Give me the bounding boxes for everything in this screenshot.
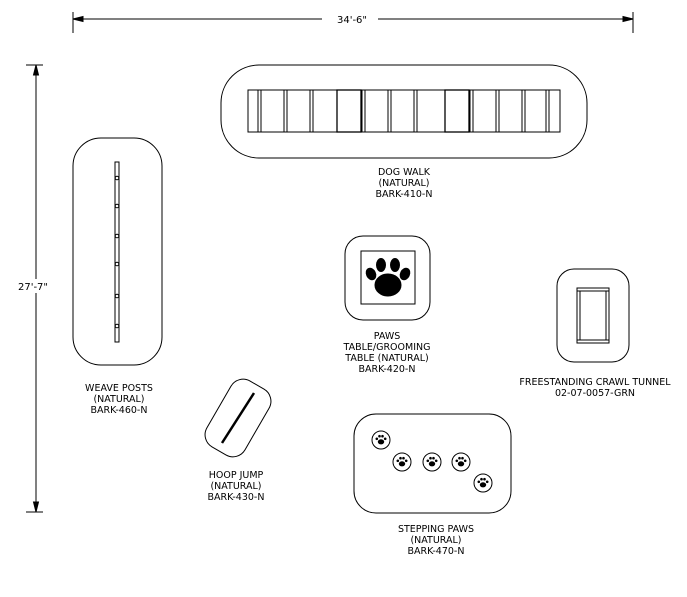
paw-stone	[392, 452, 412, 472]
hoop-jump-label-line3: BARK-430-N	[208, 492, 265, 503]
weave-posts-label-line3: BARK-460-N	[91, 405, 148, 416]
dog-walk-label-line3: BARK-410-N	[376, 189, 433, 200]
stepping-paws-label-line2: (NATURAL)	[410, 535, 461, 546]
hoop-jump: HOOP JUMP (NATURAL) BARK-430-N	[204, 378, 272, 503]
paw-stone	[371, 430, 391, 450]
stepping-paws-pad	[353, 413, 512, 514]
hoop-jump-label-line2: (NATURAL)	[210, 481, 261, 492]
crawl-tunnel-label-line1: FREESTANDING CRAWL TUNNEL	[519, 377, 671, 388]
paws-table-label-line3: TABLE (NATURAL)	[344, 353, 428, 364]
weave-posts-label-line1: WEAVE POSTS	[85, 383, 153, 394]
weave-posts-poles	[114, 175, 120, 329]
dog-walk-support-right	[444, 89, 470, 133]
dog-walk-support-left	[336, 89, 362, 133]
paw-stone	[473, 473, 493, 493]
crawl-tunnel-body	[576, 287, 610, 344]
paws-table-top	[360, 250, 416, 305]
weave-posts: WEAVE POSTS (NATURAL) BARK-460-N	[72, 137, 163, 416]
dog-walk-slats	[257, 90, 550, 132]
crawl-tunnel-pad	[556, 268, 630, 363]
stepping-paws-label-line1: STEPPING PAWS	[398, 524, 474, 535]
hoop-jump-pad	[204, 378, 272, 458]
hoop-jump-label-line1: HOOP JUMP	[209, 470, 264, 481]
paws-table: PAWS TABLE/GROOMING TABLE (NATURAL) BARK…	[343, 235, 431, 375]
dog-walk: DOG WALK (NATURAL) BARK-410-N	[220, 64, 588, 200]
paws-table-label-line1: PAWS	[374, 331, 401, 342]
dog-walk-label-line2: (NATURAL)	[378, 178, 429, 189]
weave-pole	[114, 233, 120, 239]
paw-stone-icon	[455, 456, 467, 467]
weave-pole	[114, 175, 120, 181]
width-dimension: 34'-6"	[72, 12, 634, 33]
crawl-tunnel-label-line2: 02-07-0057-GRN	[555, 388, 635, 399]
crawl-tunnel: FREESTANDING CRAWL TUNNEL 02-07-0057-GRN	[519, 268, 671, 399]
dog-walk-plank	[247, 89, 561, 133]
width-dimension-label: 34'-6"	[337, 15, 367, 26]
paw-stone-icon	[477, 477, 489, 488]
hoop-jump-bar	[220, 392, 256, 444]
stepping-paws-label-line3: BARK-470-N	[408, 546, 465, 557]
stepping-paws-stones	[371, 430, 493, 493]
dog-walk-pad	[220, 64, 588, 159]
paws-table-label-line4: BARK-420-N	[359, 364, 416, 375]
weave-pole	[114, 323, 120, 329]
paw-print-icon	[365, 258, 411, 297]
paws-table-label-line2: TABLE/GROOMING	[343, 342, 431, 353]
paw-stone-icon	[426, 456, 438, 467]
dog-walk-label-line1: DOG WALK	[378, 167, 431, 178]
paw-stone	[422, 452, 442, 472]
weave-pole	[114, 203, 120, 209]
paws-table-pad	[344, 235, 431, 321]
paw-stone	[451, 452, 471, 472]
weave-posts-label-line2: (NATURAL)	[93, 394, 144, 405]
stepping-paws: STEPPING PAWS (NATURAL) BARK-470-N	[353, 413, 512, 557]
paw-stone-icon	[396, 456, 408, 467]
weave-pole	[114, 293, 120, 299]
height-dimension: 27'-7"	[12, 64, 62, 513]
paw-stone-icon	[375, 434, 387, 445]
weave-posts-pad	[72, 137, 163, 366]
weave-pole	[114, 261, 120, 267]
height-dimension-label: 27'-7"	[18, 282, 48, 293]
weave-posts-base	[114, 161, 120, 343]
